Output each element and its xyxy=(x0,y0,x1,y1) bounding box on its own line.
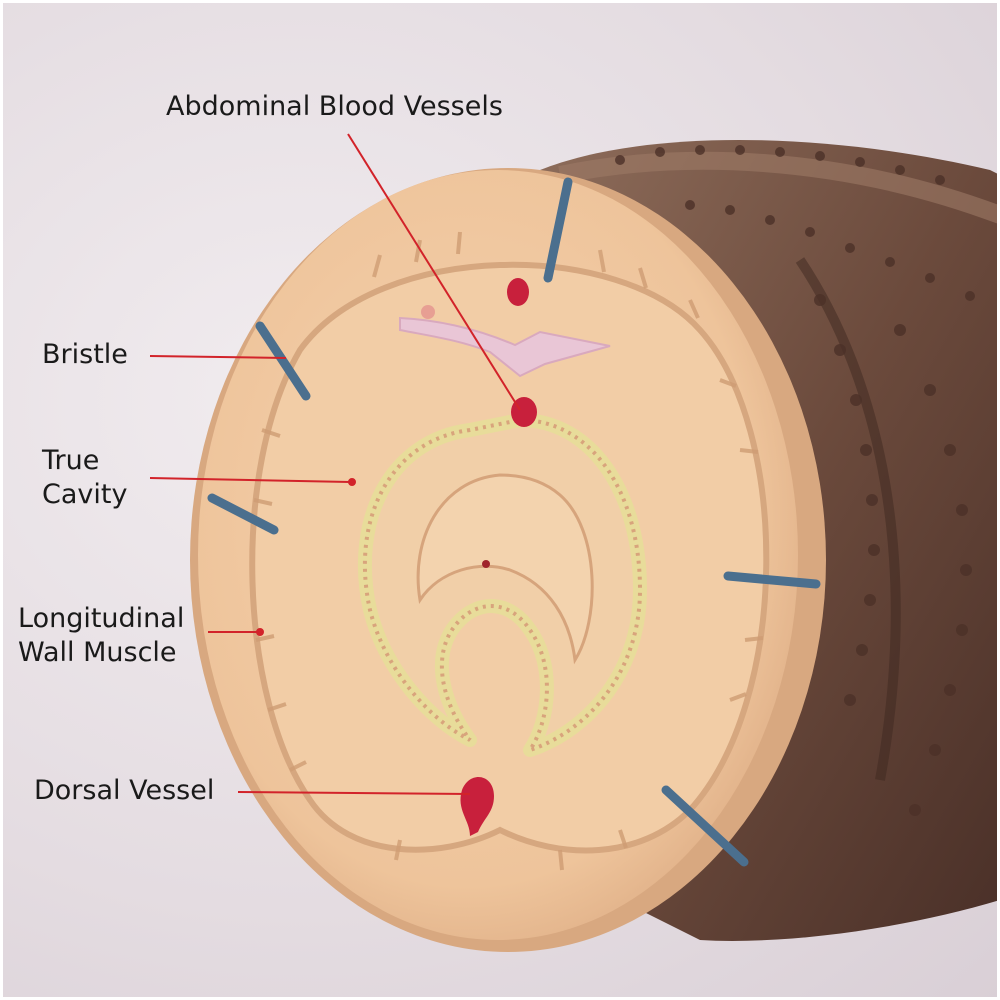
pointer-true-cavity xyxy=(149,477,351,483)
intestine xyxy=(357,413,647,757)
pointer-dorsal-vessel xyxy=(237,791,471,795)
label-longitudinal-line2: Wall Muscle xyxy=(18,637,177,668)
nerve-cord xyxy=(399,316,611,378)
pointer-dot-true-cavity xyxy=(348,478,356,486)
label-dorsal-vessel: Dorsal Vessel xyxy=(34,775,215,806)
label-true-cavity: True Cavity xyxy=(42,444,127,512)
label-abdominal-blood-vessels: Abdominal Blood Vessels xyxy=(166,91,503,122)
pointer-dot-longitudinal xyxy=(256,628,264,636)
pointer-bristle xyxy=(149,355,287,359)
bristles xyxy=(207,177,821,867)
label-bristle: Bristle xyxy=(42,339,128,370)
label-longitudinal-wall-muscle: Longitudinal Wall Muscle xyxy=(18,602,184,670)
pointer-abdominal-blood-vessels xyxy=(347,133,521,411)
label-true-cavity-line2: Cavity xyxy=(42,479,128,510)
label-true-cavity-line1: True xyxy=(42,445,100,476)
label-longitudinal-line1: Longitudinal xyxy=(18,603,185,634)
cross-section-face xyxy=(198,170,821,940)
pointer-lines xyxy=(149,133,521,795)
